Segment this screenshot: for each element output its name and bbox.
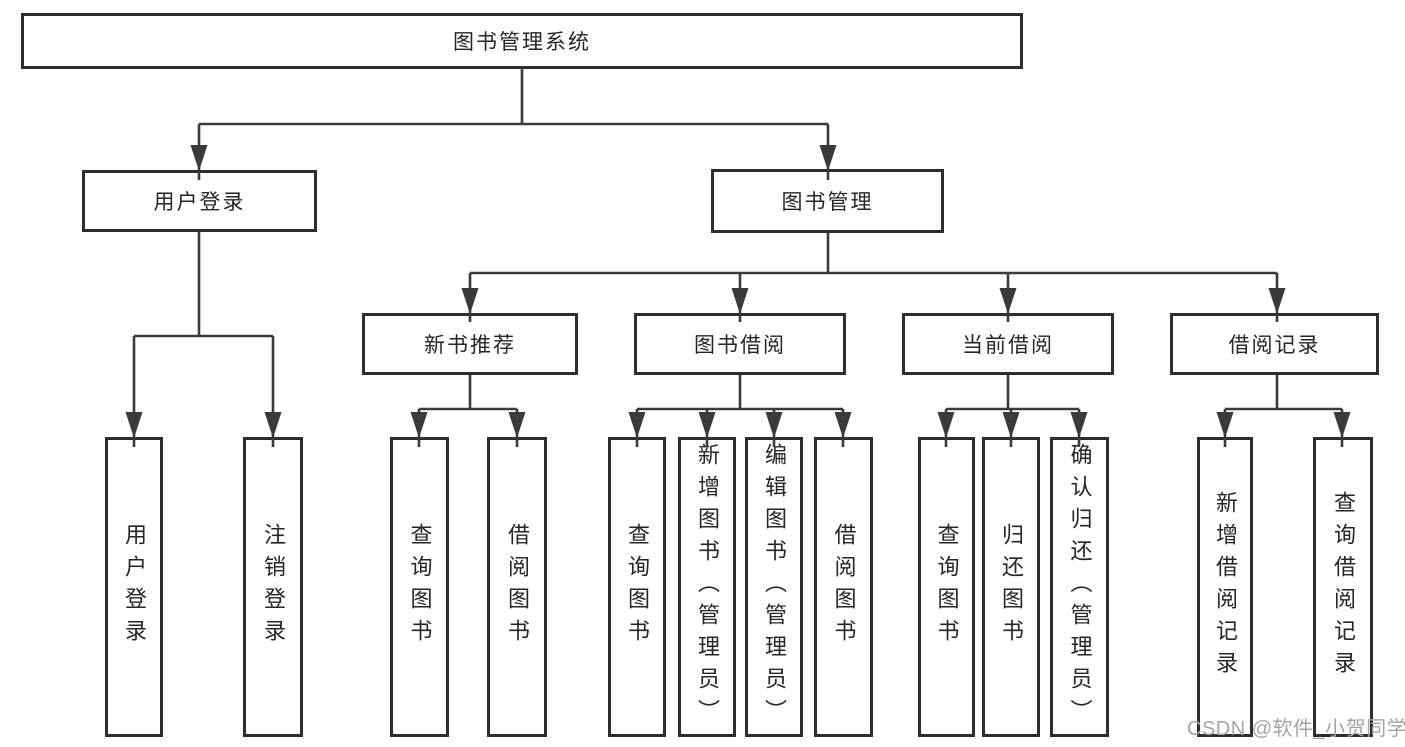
node-user-login: 用户登录 <box>82 170 317 232</box>
leaf-add-borrow-record: 新增借阅记录 <box>1197 437 1253 737</box>
leaf-query-books-recommend: 查询图书 <box>390 437 449 737</box>
leaf-confirm-return-admin: 确认归还（管理员） <box>1050 437 1109 737</box>
leaf-logout-label: 注销登录 <box>261 523 286 651</box>
node-borrowing-records-label: 借阅记录 <box>1228 334 1321 357</box>
node-user-login-label: 用户登录 <box>153 191 246 214</box>
connector-login-to-leaves <box>125 232 282 447</box>
leaf-query-borrow-record-label: 查询借阅记录 <box>1331 491 1356 683</box>
leaf-edit-book-admin: 编辑图书（管理员） <box>745 437 803 737</box>
leaf-borrow-books-borrowing: 借阅图书 <box>814 437 873 737</box>
leaf-logout: 注销登录 <box>243 437 303 737</box>
leaf-query-books-borrowing-label: 查询图书 <box>625 523 650 651</box>
leaf-confirm-return-admin-label: 确认归还（管理员） <box>1067 443 1093 731</box>
node-borrowing-records: 借阅记录 <box>1170 313 1379 375</box>
node-new-book-recommend-label: 新书推荐 <box>424 334 516 357</box>
leaf-user-login-label: 用户登录 <box>122 523 147 651</box>
node-current-borrowing: 当前借阅 <box>902 313 1114 375</box>
node-root-system: 图书管理系统 <box>21 13 1023 69</box>
leaf-query-books-current-label: 查询图书 <box>934 523 960 651</box>
leaf-query-books-recommend-label: 查询图书 <box>407 523 433 651</box>
leaf-borrow-books-recommend-label: 借阅图书 <box>505 523 530 651</box>
leaf-query-books-current: 查询图书 <box>918 437 975 737</box>
node-book-management-label: 图书管理 <box>781 191 874 214</box>
connector-root-to-level2 <box>190 69 837 180</box>
leaf-borrow-books-borrowing-label: 借阅图书 <box>831 523 857 651</box>
leaf-query-borrow-record: 查询借阅记录 <box>1313 437 1373 737</box>
leaf-return-books: 归还图书 <box>982 437 1040 737</box>
node-book-management: 图书管理 <box>711 169 944 233</box>
leaf-borrow-books-recommend: 借阅图书 <box>487 437 547 737</box>
node-current-borrowing-label: 当前借阅 <box>962 334 1054 357</box>
leaf-edit-book-admin-label: 编辑图书（管理员） <box>762 443 787 731</box>
node-book-borrowing: 图书借阅 <box>634 313 846 375</box>
node-book-borrowing-label: 图书借阅 <box>694 334 786 357</box>
node-new-book-recommend: 新书推荐 <box>362 313 578 375</box>
connector-mgmt-to-groups <box>461 233 1286 322</box>
leaf-add-book-admin: 新增图书（管理员） <box>678 437 736 737</box>
leaf-user-login: 用户登录 <box>105 437 163 737</box>
watermark-text: CSDN @软件_小贺同学 <box>1187 718 1405 740</box>
leaf-add-borrow-record-label: 新增借阅记录 <box>1213 491 1238 683</box>
node-root-label: 图书管理系统 <box>453 31 591 54</box>
leaf-return-books-label: 归还图书 <box>999 523 1024 651</box>
leaf-add-book-admin-label: 新增图书（管理员） <box>695 443 720 731</box>
leaf-query-books-borrowing: 查询图书 <box>608 437 666 737</box>
